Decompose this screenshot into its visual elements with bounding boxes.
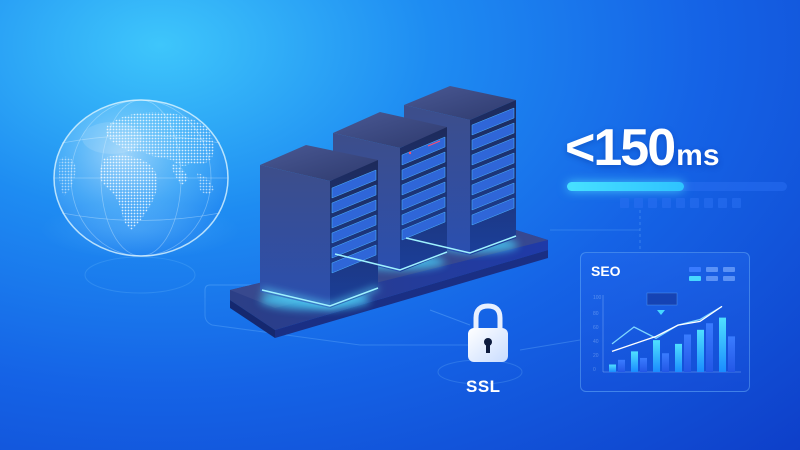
ssl-label: SSL — [466, 377, 501, 396]
seo-title: SEO — [591, 263, 621, 279]
latency-unit: ms — [676, 139, 720, 172]
globe — [52, 98, 230, 258]
svg-text:60: 60 — [593, 325, 599, 331]
latency-value: 150 — [593, 119, 676, 177]
seo-panel: SEO 100 80 60 40 20 0 — [580, 252, 750, 392]
svg-text:100: 100 — [593, 295, 602, 301]
seo-legend — [689, 267, 735, 281]
svg-text:20: 20 — [593, 353, 599, 359]
seo-chart: 100 80 60 40 20 0 — [593, 292, 741, 373]
latency-progress-bar — [567, 182, 787, 191]
latency-prefix: < — [565, 119, 595, 177]
svg-text:80: 80 — [593, 311, 599, 317]
latency-metric: <150ms — [565, 118, 720, 178]
latency-progress-fill — [567, 182, 684, 191]
server-rack-1 — [260, 145, 379, 308]
padlock-icon — [468, 303, 508, 362]
latency-ticks — [620, 198, 741, 208]
svg-text:40: 40 — [593, 339, 599, 345]
globe-icon — [53, 99, 229, 257]
svg-text:0: 0 — [593, 367, 596, 373]
